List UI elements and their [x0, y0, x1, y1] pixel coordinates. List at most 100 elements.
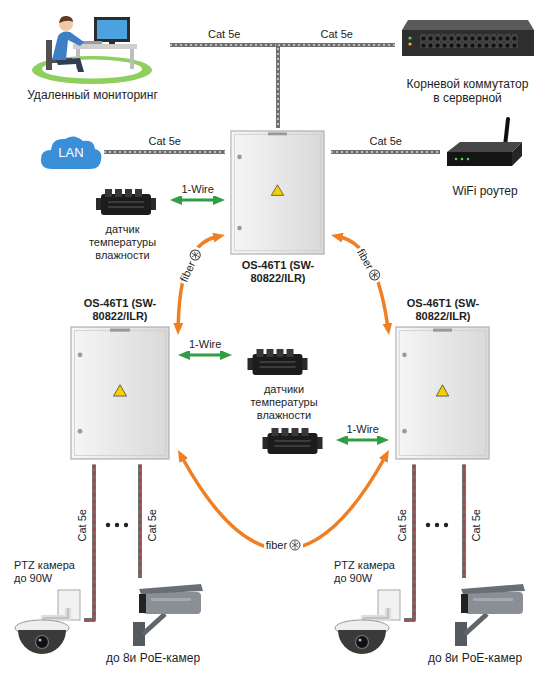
cabinet	[396, 327, 489, 459]
one-wire-link	[188, 355, 222, 356]
device-label: Удаленный мониторинг	[15, 87, 170, 103]
router-front	[447, 152, 512, 166]
cat5e-cable	[104, 152, 225, 153]
root-switch: Корневой коммутатор в серверной	[395, 8, 540, 107]
cat5e-cable	[464, 464, 465, 578]
device-label: до 8и PoE-камер	[420, 650, 530, 666]
cable-label: Cat 5e	[208, 28, 240, 41]
desk-top	[73, 44, 137, 49]
ptz-camera	[15, 590, 80, 654]
one-wire-link	[346, 440, 379, 441]
fiber-link	[183, 459, 384, 550]
fiber-label: fiber	[266, 539, 287, 552]
device-label: PTZ камера до 90W	[328, 558, 404, 586]
cable-twist	[278, 45, 395, 128]
router-led	[461, 158, 464, 161]
device-label: WiFi роутер	[440, 183, 530, 199]
switch-cabinet: OS-46T1 (SW-80822/ILR)	[389, 296, 497, 464]
cabinet	[71, 327, 169, 459]
cat5e-cable	[170, 45, 278, 128]
cat5e-cable	[140, 464, 141, 578]
cable-label: Cat 5e	[149, 135, 181, 148]
bullet-camera	[133, 584, 203, 646]
router-led	[467, 158, 470, 161]
cable-twist	[463, 464, 464, 578]
switch-cabinet: OS-46T1 (SW-80822/ILR)	[225, 128, 331, 286]
cat5e-cable	[278, 45, 395, 128]
ellipsis-dot	[106, 523, 110, 527]
cable-section-ring	[189, 248, 202, 261]
image-space	[15, 5, 170, 87]
router-side	[512, 142, 522, 166]
cloud-outline	[41, 136, 101, 169]
connector-line	[138, 464, 142, 578]
image-space	[75, 180, 170, 222]
image-space	[395, 8, 540, 76]
image-space	[8, 586, 84, 660]
cable-twist	[139, 464, 140, 578]
edge-label: Cat 5e	[368, 135, 404, 148]
ellipsis-dot	[124, 523, 128, 527]
connector-line	[331, 150, 440, 154]
edge-label: Cat 5e	[146, 507, 159, 543]
image-space	[232, 424, 336, 468]
image-space	[62, 324, 178, 464]
edge-label: Cat 5e	[206, 28, 242, 41]
device-label: PTZ камера до 90W	[8, 558, 84, 586]
cable-label: 1-Wire	[182, 183, 214, 196]
image-space	[389, 324, 497, 464]
switch-body	[402, 30, 534, 56]
cable-section-icon	[289, 539, 301, 551]
cable-twist	[104, 151, 225, 153]
person-body	[52, 32, 84, 61]
cable-section-lines	[191, 250, 201, 259]
connector-line	[341, 237, 388, 325]
edge-label: fiber	[264, 539, 303, 552]
connector-line	[180, 199, 215, 202]
edge-label: 1-Wire	[345, 423, 381, 436]
ellipsis-dot	[115, 523, 119, 527]
lan-cloud: LAN	[38, 134, 104, 170]
cable-section-ring	[367, 268, 381, 282]
device-label: OS-46T1 (SW-80822/ILR)	[62, 296, 178, 324]
connector-line	[462, 464, 466, 578]
edge-label: 1-Wire	[187, 338, 223, 351]
switch-led	[408, 36, 411, 39]
edge-label: fiber	[353, 245, 384, 285]
cable-section-ring	[290, 540, 300, 550]
image-space	[440, 115, 530, 183]
connector-line	[346, 439, 379, 442]
image-space	[420, 578, 530, 650]
image-space	[225, 128, 331, 258]
router-antenna	[505, 119, 508, 146]
cable-label: 1-Wire	[347, 423, 379, 436]
image-space	[328, 586, 404, 660]
cable-section-lines	[369, 270, 379, 279]
cat5e-cable	[331, 152, 440, 153]
connector-line	[104, 150, 225, 154]
edge-label: 1-Wire	[180, 183, 216, 196]
router-top	[447, 142, 522, 152]
cable-twist	[331, 151, 440, 153]
cable-section-icon	[188, 246, 204, 262]
sensor	[248, 349, 308, 375]
connector-line	[188, 354, 222, 357]
device-label: датчики температуры влажности	[232, 382, 336, 424]
fiber-label: fiber	[354, 246, 376, 271]
climate-sensors: датчики температуры влажности	[232, 340, 336, 468]
ellipsis-dot	[426, 523, 430, 527]
chair-back	[46, 40, 52, 70]
climate-sensor: датчик температуры влажности	[75, 180, 170, 264]
ellipsis-dot	[435, 523, 439, 527]
ellipsis-dot	[444, 523, 448, 527]
device-label: датчик температуры влажности	[75, 222, 170, 264]
fiber-link	[341, 237, 388, 325]
cabinet	[231, 131, 324, 254]
cable-label: Cat 5e	[321, 28, 353, 41]
wifi-router: WiFi роутер	[440, 115, 530, 199]
connector-line	[178, 237, 215, 325]
cable-label: Cat 5e	[76, 509, 89, 541]
cable-label: Cat 5e	[370, 135, 402, 148]
ptz-camera	[335, 590, 400, 654]
